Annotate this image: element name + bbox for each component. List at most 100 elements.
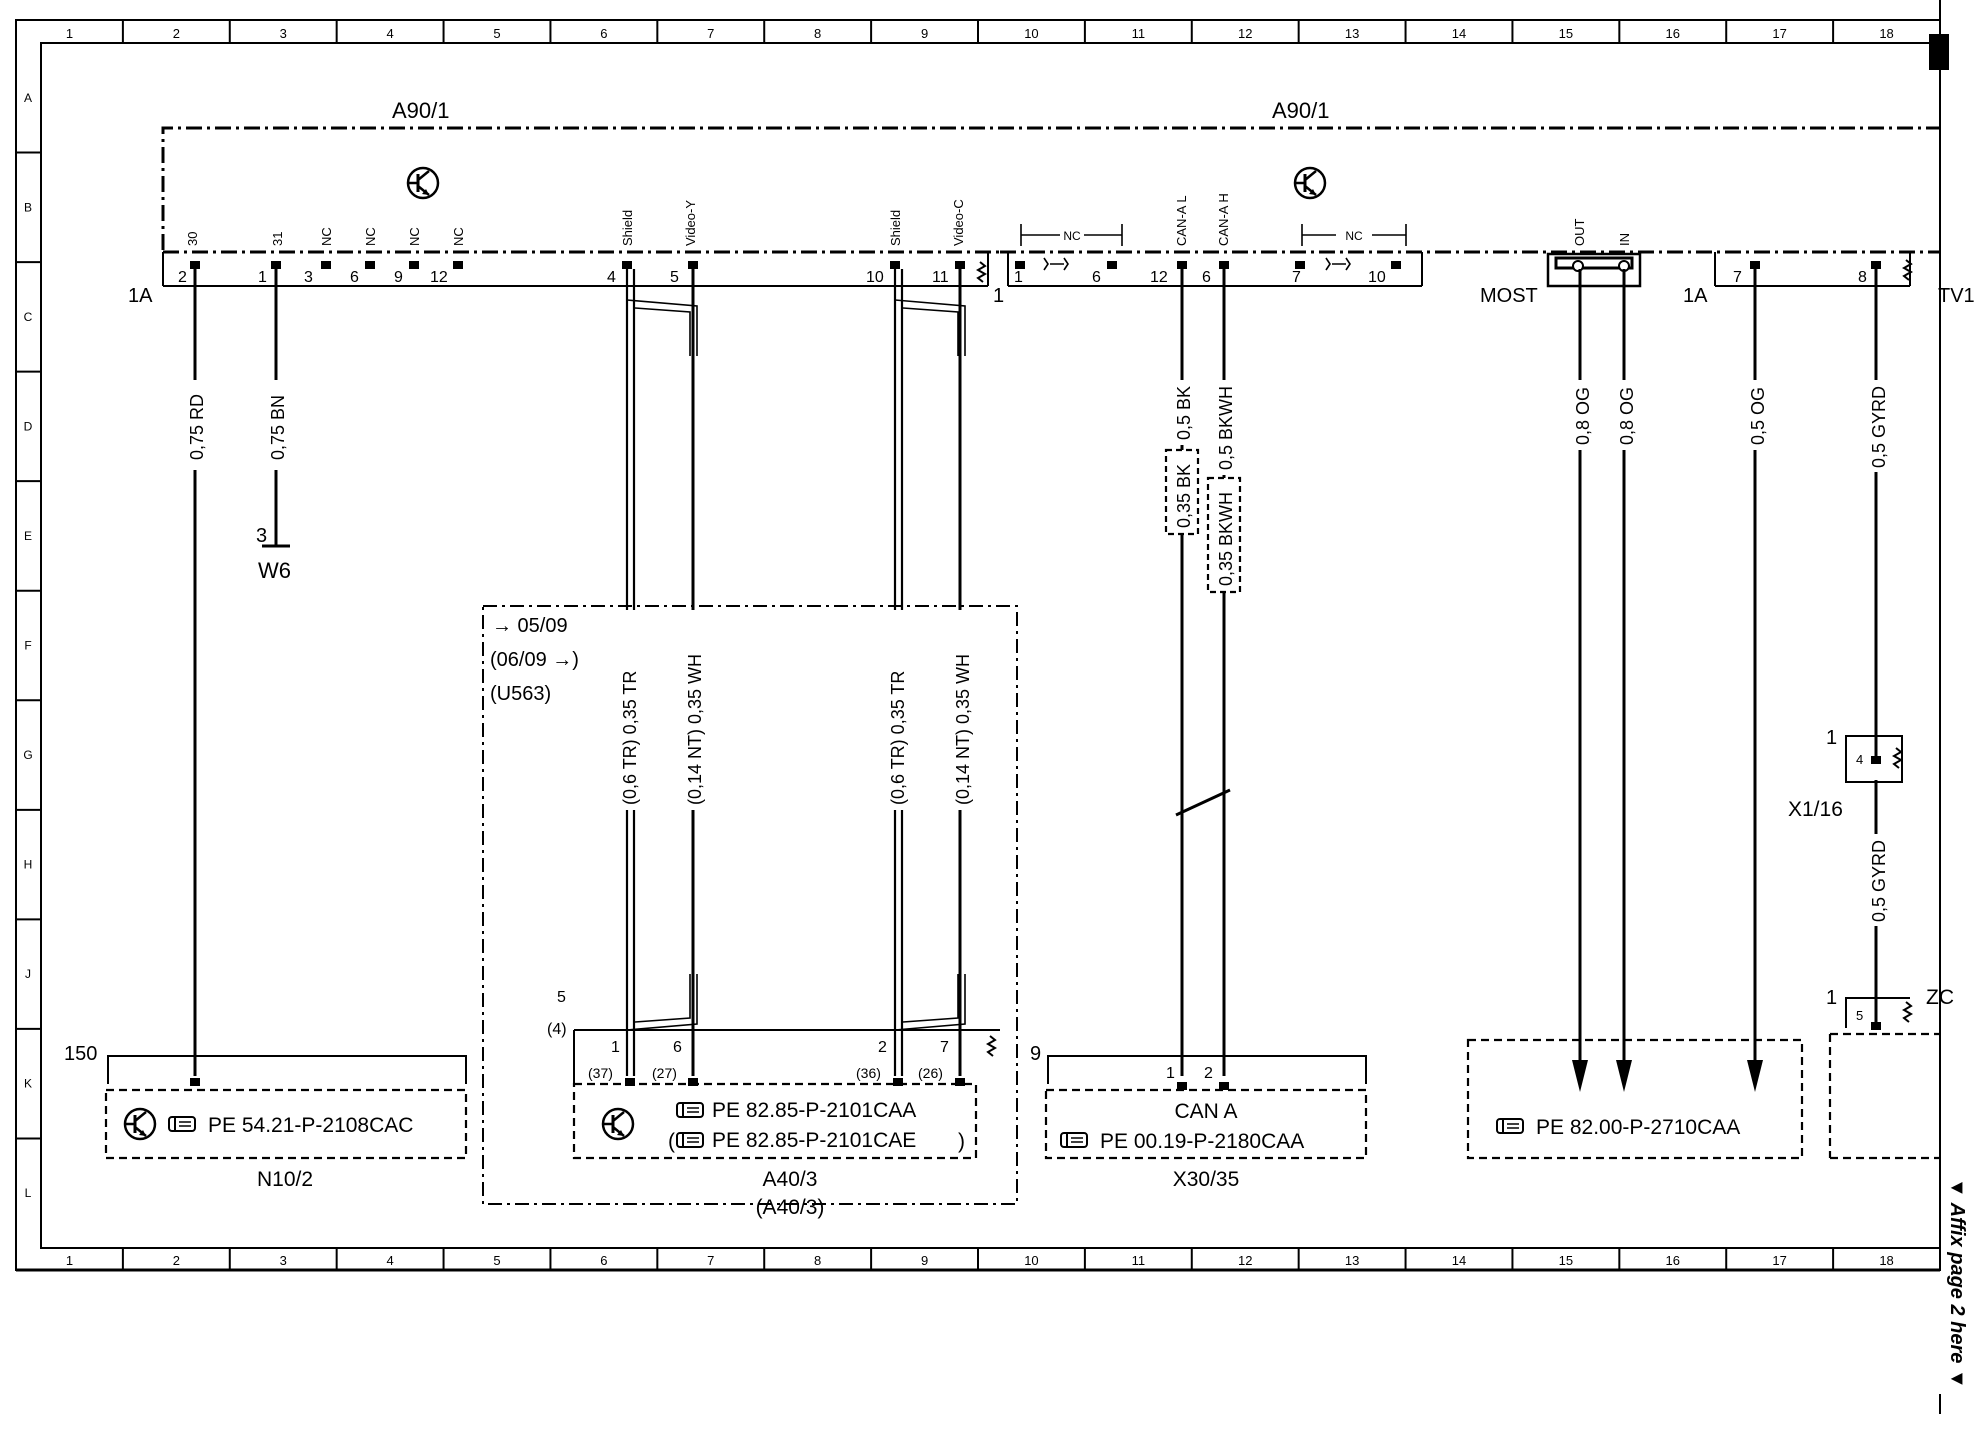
pin-number: 6	[673, 1039, 682, 1056]
nc-bracket-left: NC	[1020, 224, 1123, 246]
grid-column-label: 14	[1452, 26, 1466, 41]
grid-column-label: 3	[280, 1253, 287, 1268]
pin-number: 2	[1204, 1065, 1213, 1082]
pin-number: 6	[1092, 269, 1101, 286]
pin-names-top: 30 31 NC NC NC NC Shield Video-Y Shield …	[185, 193, 1632, 246]
pin-number: 10	[866, 269, 884, 286]
wire-label: 0,5 BK	[1174, 386, 1194, 440]
wire-label-alt: 0,35 BKWH	[1216, 492, 1236, 586]
component-label-zc: ZC	[1926, 986, 1954, 1009]
reference-code: PE 54.21-P-2108CAC	[208, 1114, 413, 1137]
grid-row-label: J	[25, 967, 31, 981]
wire-label: 0,5 OG	[1748, 387, 1768, 445]
pin-name-31: 31	[270, 232, 285, 246]
grid-column-label: 7	[707, 1253, 714, 1268]
variant-box: → 05/09 (06/09 →) (U563)	[482, 605, 1018, 1205]
grid-column-label: 17	[1772, 26, 1786, 41]
wire-label: 0,8 OG	[1617, 387, 1637, 445]
wire-label-alt: 0,35 BK	[1174, 464, 1194, 528]
switch-symbols	[1043, 257, 1351, 271]
component-label-w6: W6	[258, 558, 291, 583]
pin-number: 1	[611, 1039, 620, 1056]
grid-column-label: 15	[1559, 26, 1573, 41]
grid-column-label: 18	[1879, 1253, 1893, 1268]
grid-row-label: D	[24, 419, 33, 433]
pin-number-alt: (26)	[918, 1065, 943, 1081]
pin-name-in: IN	[1617, 233, 1632, 246]
pin-numbers: 2 1 3 6 9 12 4 5 10 11 1 6 12 6 7 10 7 8	[178, 269, 1867, 286]
grid-column-label: 4	[386, 26, 393, 41]
reference-code-alt: PE 82.85-P-2101CAE	[712, 1129, 916, 1152]
wire-label: 0,75 RD	[187, 394, 207, 460]
connector-label-1-mid: 1	[993, 285, 1004, 307]
grid-column-label: 6	[600, 1253, 607, 1268]
pin-number: 5	[1856, 1008, 1863, 1023]
reference-hand-icon	[676, 1102, 704, 1118]
wire-label: 0,8 OG	[1573, 387, 1593, 445]
grid-column-label: 18	[1879, 26, 1893, 41]
grid-column-label: 12	[1238, 1253, 1252, 1268]
grid-column-label: 4	[386, 1253, 393, 1268]
pin-number: 11	[932, 269, 949, 286]
pin-name-out: OUT	[1572, 219, 1587, 247]
component-label-a40-3-alt: (A40/3)	[756, 1196, 825, 1219]
grid-row-label: E	[24, 529, 32, 543]
component-zc: 1 5 ZC	[1826, 986, 1954, 1160]
grid-column-label: 5	[493, 1253, 500, 1268]
nc-label: NC	[1345, 229, 1363, 243]
drawing-frame	[15, 19, 1949, 1272]
pin-number: 1	[258, 269, 267, 286]
pin-name-shield: Shield	[888, 210, 903, 246]
component-most-reference: PE 82.00-P-2710CAA	[1466, 1038, 1804, 1160]
pin-name-nc: NC	[451, 227, 466, 246]
grid-column-label: 9	[921, 26, 928, 41]
pin-number: 2	[178, 269, 187, 286]
wire-labels: 0,75 RD 0,75 BN (0,6 TR) 0,35 TR (0,14 N…	[182, 380, 1891, 926]
grid-column-label: 14	[1452, 1253, 1466, 1268]
component-label-x30-35: X30/35	[1173, 1168, 1240, 1191]
reference-code: PE 82.85-P-2101CAA	[712, 1099, 916, 1122]
wire-label: (0,6 TR) 0,35 TR	[888, 671, 908, 805]
grid-column-label: 2	[173, 1253, 180, 1268]
connector-label-tv1: TV1	[1938, 285, 1975, 307]
pin-number: 10	[1368, 269, 1386, 286]
grid-column-label: 7	[707, 26, 714, 41]
grid-column-label: 16	[1666, 1253, 1680, 1268]
pin-number: 6	[1202, 269, 1211, 286]
grid-column-label: 2	[173, 26, 180, 41]
ground-w6: 3 W6	[256, 525, 291, 583]
grid-column-label: 12	[1238, 26, 1252, 41]
module-label-a90-left: A90/1	[392, 98, 450, 123]
component-x1-16: 1 4 X1/16	[1788, 727, 1903, 821]
pin-number: 12	[430, 269, 448, 286]
pin-number: 150	[64, 1043, 97, 1065]
wire-label: (0,6 TR) 0,35 TR	[620, 671, 640, 805]
grid-row-label: F	[24, 639, 31, 653]
pin-name-video-c: Video-C	[951, 199, 966, 246]
pin-name-nc: NC	[363, 227, 378, 246]
grid-row-label: G	[23, 748, 32, 762]
component-label-x1-16: X1/16	[1788, 798, 1843, 821]
pin-name-video-y: Video-Y	[683, 200, 698, 246]
wire-label: (0,14 NT) 0,35 WH	[685, 654, 705, 805]
pin-number-alt: (37)	[588, 1065, 613, 1081]
grid-column-label: 6	[600, 26, 607, 41]
grid-row-label: K	[24, 1077, 32, 1091]
bracket-open: (	[668, 1130, 675, 1153]
transistor-icon	[601, 1107, 635, 1141]
component-n10-2: 150 PE 54.21-P-2108CAC N10/2	[64, 1043, 468, 1191]
pin-number: 7	[940, 1039, 949, 1056]
wire-label: 0,5 BKWH	[1216, 386, 1236, 470]
grid-row-label: H	[24, 858, 33, 872]
pin-number: 3	[304, 269, 313, 286]
transistor-icon	[1293, 166, 1327, 200]
grid-row-label: B	[24, 200, 32, 214]
grid-row-label: A	[24, 91, 32, 105]
transistor-icon	[406, 166, 440, 200]
pin-number: 5	[670, 269, 679, 286]
grid-column-label: 10	[1024, 26, 1038, 41]
wire-label: 0,5 GYRD	[1869, 386, 1889, 468]
connector-label-1a-left: 1A	[128, 285, 153, 307]
